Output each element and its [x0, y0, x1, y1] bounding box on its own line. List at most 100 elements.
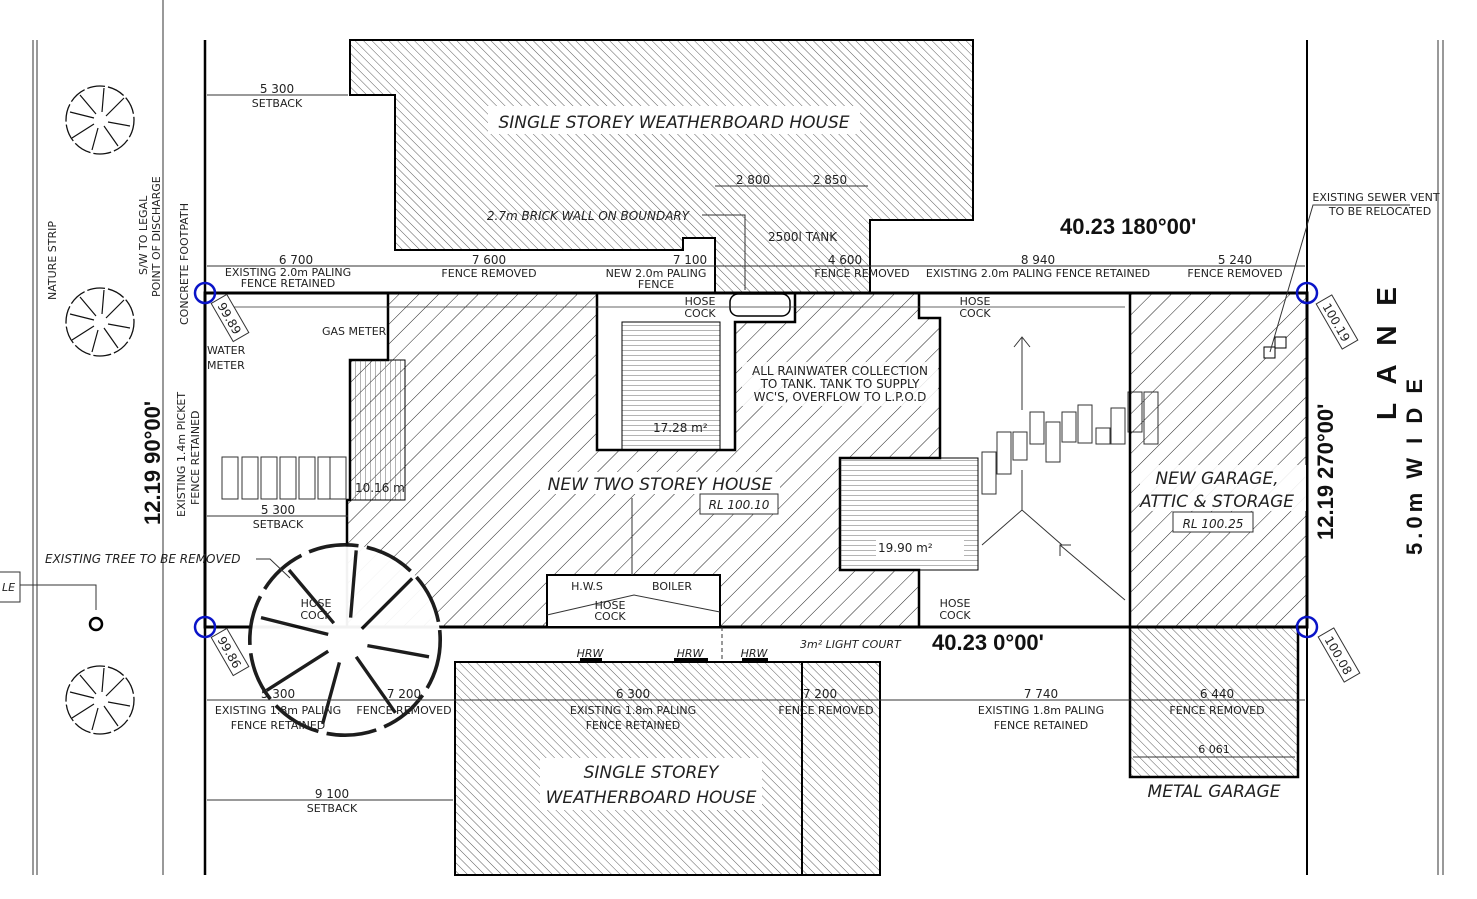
drawing-label: FENCE RETAINED [994, 719, 1089, 732]
drawing-label: ATTIC & STORAGE [1139, 492, 1294, 512]
street-tree-icon [65, 85, 135, 155]
lane-label: L A N E [1371, 281, 1402, 420]
drawing-label: 2 800 [736, 173, 770, 187]
drawing-label: FENCE REMOVED [356, 704, 451, 717]
drawing-label: EXISTING 1.8m PALING [570, 704, 696, 717]
drawing-label: 6 700 [279, 253, 313, 267]
drawing-label: 6 440 [1200, 687, 1234, 701]
drawing-label: FENCE RETAINED [586, 719, 681, 732]
drawing-label: S/W TO LEGAL [137, 195, 150, 275]
drawing-label: FENCE REMOVED [814, 267, 909, 280]
drawing-label: FENCE RETAINED [231, 719, 326, 732]
drawing-label: SETBACK [252, 97, 303, 110]
north-house-label: SINGLE STOREY WEATHERBOARD HOUSE [499, 113, 850, 133]
drawing-label: HRW [677, 647, 705, 660]
drawing-label: FENCE RETAINED [189, 410, 202, 505]
drawing-label: FENCE REMOVED [441, 267, 536, 280]
drawing-label: 9 100 [315, 787, 349, 801]
survey-points [193, 281, 1319, 639]
drawing-label: 4 600 [828, 253, 862, 267]
drawing-label: NATURE STRIP [46, 221, 59, 300]
drawing-label: POINT OF DISCHARGE [150, 176, 163, 297]
drawing-label: TO TANK. TANK TO SUPPLY [760, 377, 920, 391]
metal-garage-label: METAL GARAGE [1148, 782, 1281, 802]
pole-icon [88, 616, 104, 632]
drawing-label: HRW [577, 647, 605, 660]
drawing-label: WATER [207, 344, 246, 357]
street-tree-icon [65, 665, 135, 735]
drawing-label: 7 100 [673, 253, 707, 267]
new-garage [1128, 291, 1309, 629]
north-fence-dims: 6 700 EXISTING 2.0m PALING FENCE RETAINE… [225, 253, 1283, 291]
drawing-label: HOSE [960, 295, 991, 308]
hrw-windows: HRW HRW HRW [577, 647, 769, 663]
new-house-label: NEW TWO STOREY HOUSE [548, 475, 773, 495]
drawing-label: HOSE [685, 295, 716, 308]
drawing-label: HOSE [301, 597, 332, 610]
drawing-label: 6 061 [1198, 743, 1230, 756]
south-fence-dims: 5 300 EXISTING 1.8m PALING FENCE RETAINE… [215, 687, 1265, 732]
drawing-label: FENCE RETAINED [241, 277, 336, 290]
drawing-label: 5 240 [1218, 253, 1252, 267]
drawing-label: COCK [959, 307, 991, 320]
drawing-label: LE [2, 581, 15, 594]
drawing-label: COCK [300, 609, 332, 622]
drawing-label: SETBACK [307, 802, 358, 815]
drawing-label: 7 740 [1024, 687, 1058, 701]
services-area [546, 574, 721, 628]
drawing-label: TO BE RELOCATED [1328, 205, 1431, 218]
drawing-label: RL 100.25 [1183, 517, 1244, 531]
drawing-label: EXISTING SEWER VENT [1312, 191, 1440, 204]
drawing-label: COCK [939, 609, 971, 622]
drawing-label: NEW GARAGE, [1155, 469, 1278, 489]
drawing-label: EXISTING 1.8m PALING [978, 704, 1104, 717]
drawing-label: 6 300 [616, 687, 650, 701]
drawing-label: HOSE [940, 597, 971, 610]
drawing-label: EXISTING 2.0m PALING [225, 266, 351, 279]
drawing-label: 2500l TANK [768, 230, 838, 244]
drawing-label: 5 300 [261, 503, 295, 517]
drawing-label: 8 940 [1021, 253, 1055, 267]
drawing-label: GAS METER [322, 325, 387, 338]
drawing-label: 5 300 [261, 687, 295, 701]
drawing-label: HRW [741, 647, 769, 660]
driveway-arrows [215, 306, 1126, 601]
drawing-label: 10.16 m [355, 481, 405, 495]
drawing-label: EXISTING 1.8m PALING [215, 704, 341, 717]
drawing-label: RL 100.10 [709, 498, 770, 512]
south-house-label-2: WEATHERBOARD HOUSE [546, 788, 757, 808]
drawing-label: COCK [594, 610, 626, 623]
drawing-label: 3m² LIGHT COURT [800, 638, 902, 651]
drawing-label: NEW 2.0m PALING [606, 267, 707, 280]
sewer-vent-icon [1263, 346, 1276, 359]
drawing-label: FENCE REMOVED [1187, 267, 1282, 280]
drawing-label: FENCE REMOVED [778, 704, 873, 717]
drawing-label: 7 600 [472, 253, 506, 267]
drawing-label: COCK [684, 307, 716, 320]
drawing-label: METER [207, 359, 245, 372]
south-house-label-1: SINGLE STOREY [584, 763, 720, 783]
front-deck [349, 359, 406, 501]
east-boundary-bearing: 12.19 270°00' [1313, 404, 1338, 540]
drawing-label: FENCE [638, 278, 674, 291]
drawing-label: 2.7m BRICK WALL ON BOUNDARY [487, 209, 691, 223]
drawing-label: 7 200 [387, 687, 421, 701]
front-pavers [221, 456, 347, 500]
stair-void [621, 321, 721, 451]
street-tree-icon [65, 287, 135, 357]
drawing-label: 17.28 m² [653, 421, 708, 435]
drawing-label: BOILER [652, 580, 692, 593]
drawing-label: WC'S, OVERFLOW TO L.P.O.D [754, 390, 927, 404]
drawing-label: H.W.S [571, 580, 603, 593]
drawing-label: CONCRETE FOOTPATH [178, 203, 191, 325]
drawing-label: ALL RAINWATER COLLECTION [752, 364, 928, 378]
drawing-label: EXISTING 2.0m PALING FENCE RETAINED [926, 267, 1150, 280]
drawing-label: HOSE [595, 599, 626, 612]
north-boundary-bearing: 40.23 180°00' [1060, 214, 1196, 239]
drawing-label: 2 850 [813, 173, 847, 187]
drawing-label: 5 300 [260, 82, 294, 96]
drawing-label: EXISTING 1.4m PICKET [175, 392, 188, 517]
drawing-label: 19.90 m² [878, 541, 933, 555]
drawing-label: EXISTING TREE TO BE REMOVED [45, 552, 241, 566]
